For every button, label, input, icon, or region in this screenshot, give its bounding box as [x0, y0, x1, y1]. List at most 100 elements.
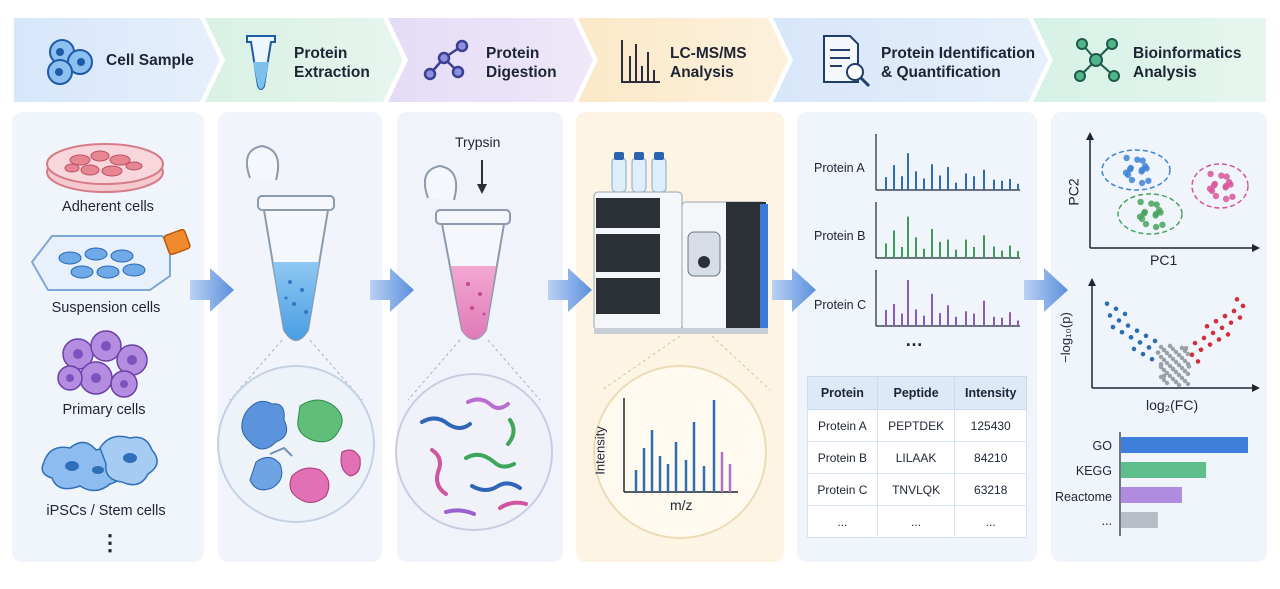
volcano-point: [1116, 318, 1122, 323]
pca-point: [1229, 193, 1236, 200]
volcano-point: [1170, 356, 1176, 362]
table-cell: ...: [954, 505, 1027, 538]
pca-point: [1142, 220, 1150, 228]
volcano-point: [1195, 359, 1201, 364]
volcano-point: [1182, 378, 1188, 384]
pca-point: [1148, 200, 1155, 207]
step-bioinformatics-chevron: [1033, 18, 1266, 102]
ms-spectrum-zoom: [593, 365, 767, 539]
pca-point: [1138, 168, 1145, 175]
step-title-protein-digestion: Protein Digestion: [486, 45, 557, 81]
volcano-point: [1149, 357, 1155, 362]
pca-point: [1222, 195, 1230, 203]
table-header: Protein: [807, 376, 878, 410]
pca-point: [1222, 184, 1229, 191]
volcano-point: [1216, 337, 1222, 342]
volcano-point: [1240, 303, 1246, 309]
pca-point: [1157, 209, 1164, 216]
volcano-point: [1134, 328, 1140, 333]
pca-point: [1218, 172, 1225, 179]
volcano-point: [1179, 365, 1185, 371]
pca-point: [1223, 173, 1230, 180]
enrichment-bar: [1121, 487, 1182, 503]
peptides-zoom: [395, 373, 553, 531]
volcano-point: [1183, 346, 1189, 351]
volcano-point: [1237, 315, 1243, 320]
volcano-point: [1164, 360, 1170, 366]
volcano-point: [1234, 297, 1240, 302]
volcano-plot: [1088, 278, 1260, 392]
table-header: Intensity: [954, 376, 1027, 410]
table-row: .........: [807, 505, 1027, 538]
table-cell: ...: [807, 505, 878, 538]
volcano-point: [1167, 353, 1173, 359]
volcano-point: [1192, 340, 1198, 346]
table-cell: 125430: [954, 409, 1027, 442]
volcano-point: [1119, 330, 1125, 335]
more-cell-types: ⋮: [99, 530, 122, 555]
protein-label: Protein A: [814, 161, 865, 175]
protein-lysate-zoom: [217, 365, 375, 523]
enrichment-label: Reactome: [1055, 490, 1112, 504]
pca-point: [1143, 165, 1150, 172]
lysis-tube-illustration: [229, 144, 363, 401]
volcano-point: [1146, 345, 1152, 350]
pca-point: [1206, 185, 1214, 192]
volcano-point: [1231, 308, 1237, 314]
volcano-point: [1158, 344, 1164, 350]
lcms-instrument-illustration: [593, 152, 771, 391]
volcano-point: [1173, 349, 1179, 355]
volcano-point: [1173, 369, 1179, 375]
pca-point: [1207, 170, 1214, 178]
pca-point: [1145, 177, 1152, 184]
volcano-point: [1179, 355, 1185, 361]
volcano-point: [1185, 381, 1191, 387]
primary-cells-illustration: [57, 330, 148, 398]
cells-icon: [47, 39, 93, 85]
pca-point: [1227, 181, 1234, 188]
volcano-point: [1173, 379, 1179, 385]
table-cell: Protein A: [807, 409, 878, 442]
enrichment-label: KEGG: [1075, 464, 1112, 478]
volcano-point: [1179, 375, 1185, 381]
digestion-tube-illustration: [407, 160, 541, 401]
volcano-point: [1201, 335, 1207, 341]
volcano-point: [1110, 324, 1116, 330]
volcano-point: [1207, 342, 1213, 347]
volcano-point: [1222, 313, 1228, 319]
cell-type-label: Adherent cells: [62, 199, 154, 215]
enrichment-bar: [1121, 512, 1158, 528]
volcano-y-axis-label: −log₁₀(p): [1057, 312, 1073, 363]
step-title-identification: Protein Identification & Quantification: [881, 45, 1036, 81]
pca-point: [1127, 164, 1135, 172]
volcano-point: [1173, 359, 1179, 365]
flow-arrow-3: [548, 268, 592, 312]
volcano-x-axis-label: log₂(FC): [1146, 397, 1199, 413]
step-protein-digestion-chevron: [388, 18, 593, 102]
volcano-point: [1185, 351, 1191, 357]
volcano-point: [1125, 323, 1131, 328]
volcano-point: [1155, 350, 1161, 355]
volcano-point: [1182, 368, 1188, 374]
culture-flask-illustration: [30, 228, 191, 291]
pca-point: [1159, 221, 1166, 228]
pca-point: [1138, 179, 1146, 187]
volcano-point: [1176, 362, 1182, 368]
volcano-point: [1176, 382, 1182, 388]
ms-y-axis-label: Intensity: [592, 426, 608, 475]
volcano-point: [1228, 320, 1234, 325]
volcano-point: [1158, 354, 1164, 360]
pca-point: [1137, 198, 1144, 206]
volcano-point: [1137, 340, 1143, 345]
step-title-protein-extraction: Protein Extraction: [294, 45, 370, 81]
enrichment-label: GO: [1092, 439, 1112, 453]
network-icon: [1074, 38, 1120, 82]
volcano-point: [1161, 357, 1167, 363]
volcano-point: [1128, 335, 1134, 340]
volcano-point: [1140, 351, 1146, 357]
pca-point: [1152, 212, 1159, 219]
flow-arrows: [190, 268, 1068, 312]
volcano-point: [1219, 325, 1225, 330]
